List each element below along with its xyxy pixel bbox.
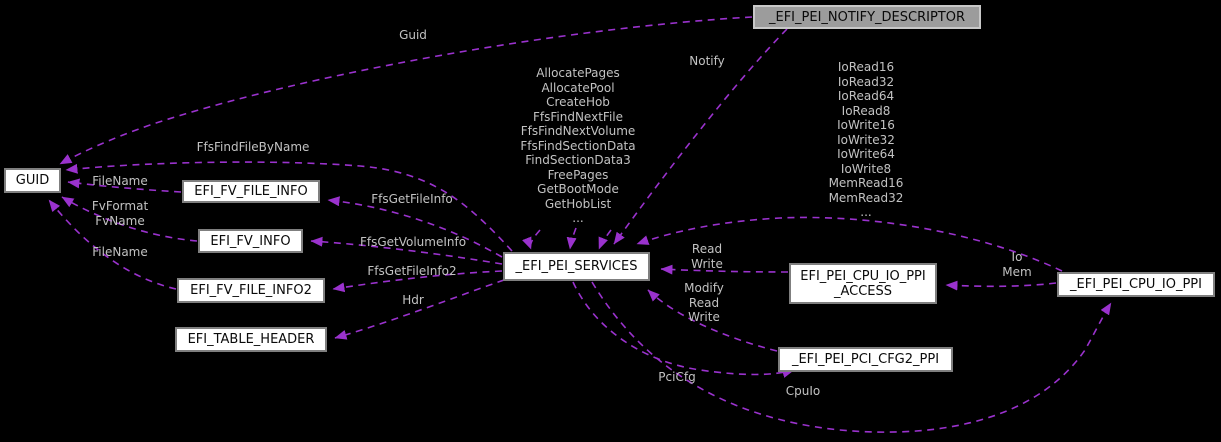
edge-filename-top [67, 178, 182, 193]
edge-label-guid: Guid [399, 28, 427, 42]
node-efi-pei-cpu-io-ppi[interactable]: _EFI_PEI_CPU_IO_PPI [1057, 272, 1215, 297]
edge-label-filename-top: FileName [92, 174, 148, 188]
node-efi-fv-file-info[interactable]: EFI_FV_FILE_INFO [182, 180, 320, 203]
edge-guid [59, 16, 753, 165]
edge-ffsfindfilebyname [65, 161, 513, 252]
node-efi-fv-file-info2[interactable]: EFI_FV_FILE_INFO2 [177, 278, 325, 303]
edge-label-cpuio: CpuIo [785, 384, 821, 398]
node-efi-pei-cpu-io-ppi-access[interactable]: EFI_PEI_CPU_IO_PPI _ACCESS [789, 263, 937, 304]
edge-modify-read-write [647, 289, 778, 352]
edge-fvformat-fvname [61, 196, 198, 242]
node-efi-pei-services[interactable]: _EFI_PEI_SERVICES [503, 252, 650, 281]
node-guid[interactable]: GUID [4, 168, 61, 193]
edge-notify [613, 28, 788, 245]
edge-cpuio [591, 281, 1112, 433]
edge-label-filename-bottom: FileName [92, 245, 148, 259]
edge-label-modify-read-write: Modify Read Write [684, 281, 724, 324]
edge-label-io-mem: Io Mem [1002, 250, 1032, 279]
edge-label-ffsgetfileinfo: FfsGetFileInfo [371, 192, 453, 206]
edge-self-loop-2 [566, 227, 577, 250]
edge-self-loop-1 [522, 229, 541, 250]
edge-label-notify: Notify [689, 54, 725, 68]
edge-label-cpu-io-functions: IoRead16 IoRead32 IoRead64 IoRead8 IoWri… [828, 60, 904, 219]
edge-label-read-write: Read Write [691, 242, 723, 271]
edge-label-services-self-functions: AllocatePages AllocatePool CreateHob Ffs… [520, 66, 636, 225]
edge-label-ffsgetfileinfo2: FfsGetFileInfo2 [367, 264, 457, 278]
node-efi-pei-pci-cfg2-ppi[interactable]: _EFI_PEI_PCI_CFG2_PPI [778, 347, 953, 372]
edge-read-write [660, 264, 789, 275]
node-efi-pei-notify-descriptor[interactable]: _EFI_PEI_NOTIFY_DESCRIPTOR [753, 5, 981, 29]
node-efi-fv-info[interactable]: EFI_FV_INFO [198, 229, 303, 253]
edge-pcicfg [572, 281, 795, 378]
edge-label-ffsfindfilebyname: FfsFindFileByName [196, 140, 310, 154]
edge-hdr [334, 279, 505, 340]
edge-self-loop-3 [598, 229, 612, 250]
edge-filename-bottom [48, 199, 177, 290]
edge-label-hdr: Hdr [402, 293, 424, 307]
node-efi-table-header[interactable]: EFI_TABLE_HEADER [175, 327, 327, 352]
edge-label-fvformat-fvname: FvFormat FvName [91, 199, 149, 228]
edge-io-mem [945, 280, 1057, 291]
edge-ffsgetfileinfo [327, 196, 503, 258]
edge-label-pcicfg: PciCfg [658, 370, 696, 384]
edge-cpuio-funcs [636, 216, 1063, 272]
edge-label-ffsgetvolumeinfo: FfsGetVolumeInfo [359, 235, 467, 249]
